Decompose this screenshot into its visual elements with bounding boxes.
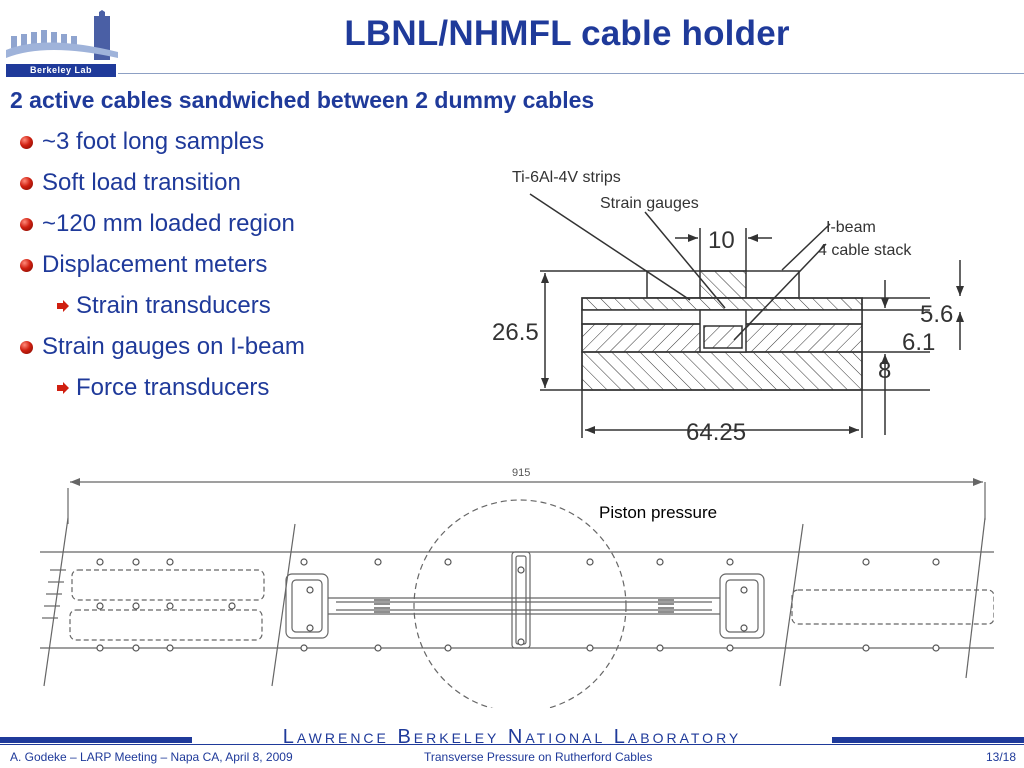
- bullet-item: Displacement meters: [20, 251, 267, 279]
- bullet-item: ~120 mm loaded region: [20, 210, 295, 238]
- footer-lab-name: Lawrence Berkeley National Laboratory: [282, 726, 742, 748]
- footer-topic: Transverse Pressure on Rutherford Cables: [424, 750, 653, 764]
- label-stack: 4 cable stack: [818, 242, 912, 259]
- cross-section-diagram: Ti-6Al-4V strips Strain gauges I-beam 4 …: [492, 169, 964, 446]
- bullet-text: Soft load transition: [42, 169, 241, 196]
- arrow-bullet-icon: [57, 300, 69, 312]
- bullet-dot-icon: [20, 177, 33, 190]
- label-ibeam: I-beam: [826, 219, 876, 236]
- cable-holder-drawing: 915: [40, 467, 994, 708]
- footer-page-number: 13/18: [986, 750, 1017, 764]
- sub-bullet-text: Strain transducers: [76, 292, 271, 319]
- dim-6-1: 6.1: [902, 329, 935, 356]
- berkeley-lab-logo: [6, 10, 118, 60]
- sub-bullet-text: Force transducers: [76, 374, 270, 401]
- sub-bullet-item: Strain transducers: [56, 292, 271, 320]
- logo-text: Berkeley Lab: [6, 64, 116, 77]
- bullet-item: ~3 foot long samples: [20, 128, 264, 156]
- label-gauges: Strain gauges: [600, 195, 699, 212]
- footer-divider: [0, 744, 1024, 745]
- bullet-item: Soft load transition: [20, 169, 241, 197]
- arrow-bullet-icon: [57, 382, 69, 394]
- bullet-dot-icon: [20, 341, 33, 354]
- dim-915: 915: [512, 467, 530, 479]
- label-strips: Ti-6Al-4V strips: [512, 169, 621, 186]
- bullet-dot-icon: [20, 136, 33, 149]
- bullet-text: Displacement meters: [42, 251, 268, 278]
- slide-title: LBNL/NHMFL cable holder: [344, 14, 790, 53]
- dim-26-5: 26.5: [492, 319, 539, 346]
- piston-pressure-label: Piston pressure: [599, 503, 718, 522]
- bullet-text: Strain gauges on I-beam: [42, 333, 305, 360]
- footer-bar-right: [832, 737, 1024, 743]
- dim-10: 10: [708, 227, 735, 254]
- bullet-dot-icon: [20, 218, 33, 231]
- dim-8: 8: [878, 357, 891, 384]
- bullet-text: ~120 mm loaded region: [42, 210, 295, 237]
- bullet-text: ~3 foot long samples: [42, 128, 265, 155]
- footer-bar-left: [0, 737, 192, 743]
- title-divider: [118, 73, 1024, 74]
- sub-bullet-item: Force transducers: [56, 374, 269, 402]
- bullet-item: Strain gauges on I-beam: [20, 333, 305, 361]
- slide-heading: 2 active cables sandwiched between 2 dum…: [10, 87, 595, 113]
- footer-author: A. Godeke – LARP Meeting – Napa CA, Apri…: [10, 750, 293, 764]
- bullet-dot-icon: [20, 259, 33, 272]
- dim-5-6: 5.6: [920, 301, 953, 328]
- dim-64-25: 64.25: [686, 419, 746, 446]
